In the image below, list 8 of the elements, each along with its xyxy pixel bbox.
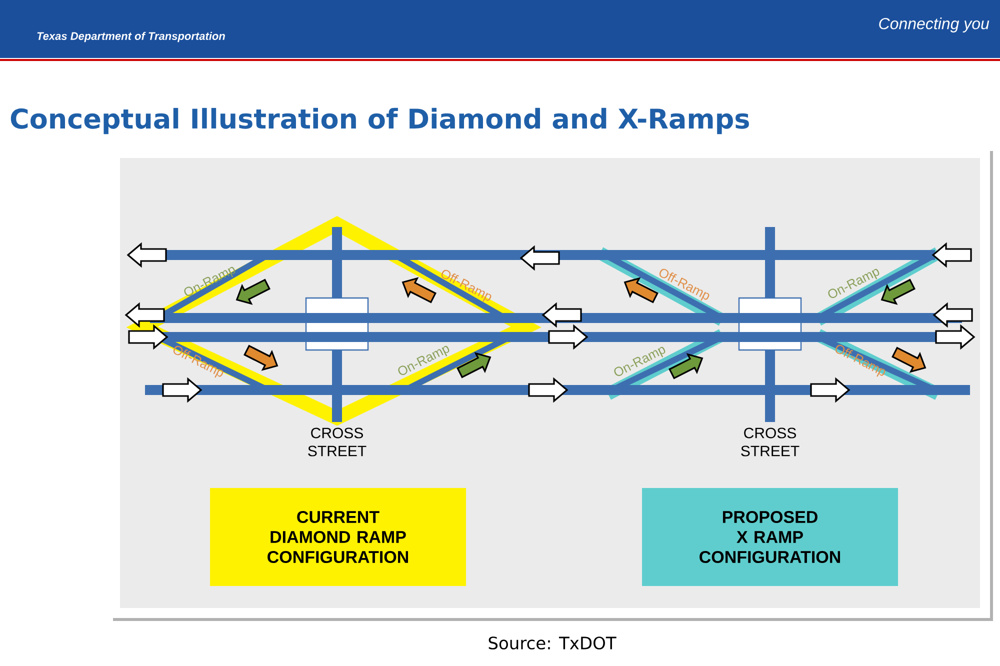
cross-street-label: CROSS STREET <box>308 428 366 456</box>
slogan: Connecting you <box>879 18 990 32</box>
configuration-box: PROPOSED X RAMP CONFIGURATION <box>642 488 898 586</box>
agency-name: Texas Department of Transportation <box>37 32 225 42</box>
title: Conceptual Illustration of Diamond and X-Ramps <box>10 108 749 134</box>
cross-street-label: CROSS STREET <box>741 428 800 456</box>
source-caption: Source: TxDOT <box>488 636 616 650</box>
configuration-box: CURRENT DIAMOND RAMP CONFIGURATION <box>210 488 466 586</box>
